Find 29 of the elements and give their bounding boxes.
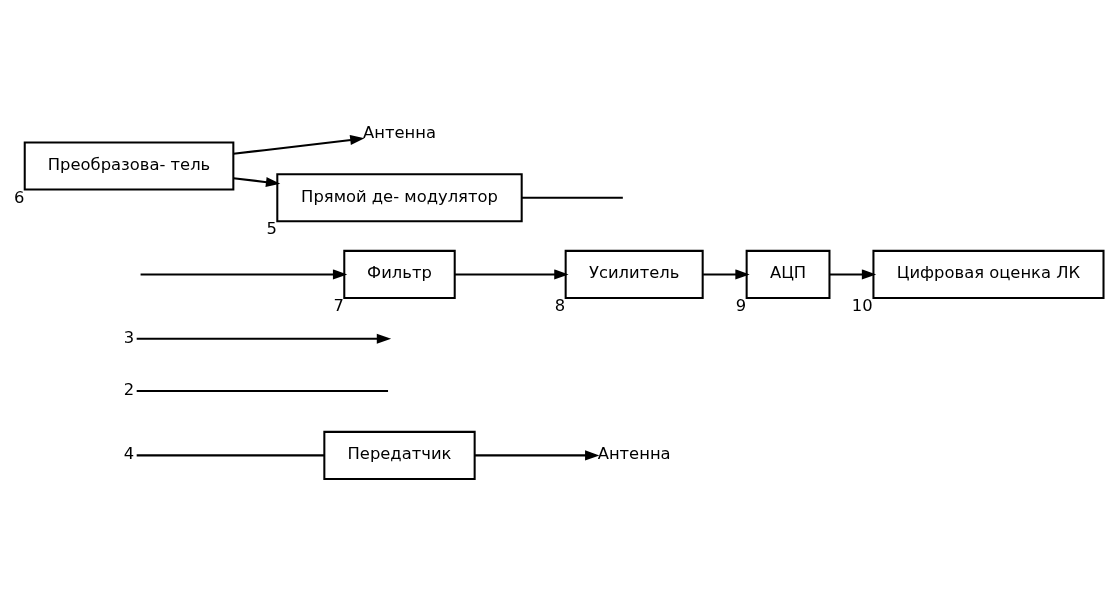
node-label: 10 <box>851 295 873 315</box>
connector <box>521 196 623 199</box>
node-text: Антенна <box>597 443 671 463</box>
node-label: 9 <box>735 295 747 315</box>
arrow <box>233 134 365 155</box>
node-box: Усилитель <box>564 249 704 299</box>
arrow <box>140 268 348 279</box>
arrow <box>233 176 281 187</box>
node-box: Прямой де- модулятор <box>276 172 523 222</box>
node-box: Цифровая оценка ЛК <box>872 249 1105 299</box>
node-label: 7 <box>333 295 344 315</box>
node-box: Преобразова- тель <box>23 140 235 191</box>
arrow <box>703 268 750 279</box>
node-box: АЦП <box>745 249 831 299</box>
connector <box>136 453 325 456</box>
node-text: 3 <box>123 327 135 347</box>
connector <box>136 389 389 392</box>
arrow <box>474 449 600 460</box>
node-box: Передатчик <box>323 430 476 480</box>
node-label: 8 <box>554 295 566 315</box>
arrow <box>454 268 569 279</box>
node-label: 5 <box>266 218 277 238</box>
node-text: 2 <box>123 379 135 399</box>
node-text: 4 <box>123 443 135 463</box>
arrow <box>829 268 877 279</box>
node-label: 6 <box>13 187 25 207</box>
node-text: Антенна <box>363 122 436 142</box>
node-box: Фильтр <box>343 249 456 299</box>
arrow <box>136 333 392 344</box>
